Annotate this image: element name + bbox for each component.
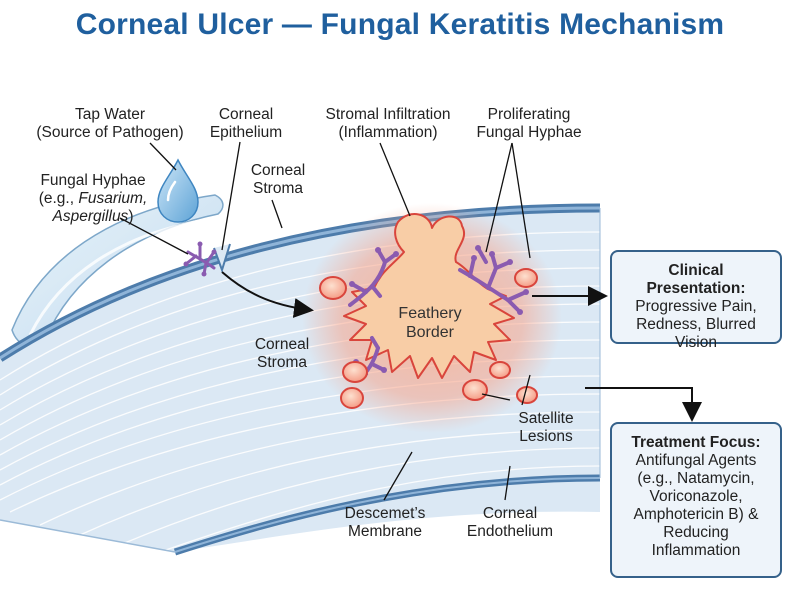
invasion-arrow [221,271,314,318]
clinical-presentation-box: Clinical Presentation: Progressive Pain,… [610,250,782,351]
label-descemets-membrane: Descemet’s Membrane [344,505,426,540]
label-corneal-stroma-top: Corneal Stroma [250,162,306,197]
label-proliferating-hyphae: Proliferating Fungal Hyphae [476,106,582,141]
epithelial-defect [213,243,231,274]
leader-lines [119,141,531,501]
page-title: Corneal Ulcer — Fungal Keratitis Mechani… [75,8,725,41]
satellite-lesion [516,386,538,404]
label-corneal-epithelium: Corneal Epithelium [209,106,283,141]
satellite-lesions [319,268,538,409]
treatment-heading: Treatment Focus: [631,434,761,451]
label-corneal-endothelium: Corneal Endothelium [466,505,554,540]
label-fungal-hyphae: Fungal Hyphae (e.g., Fusarium, Aspergill… [38,172,148,225]
label-stromal-infiltration: Stromal Infiltration (Inflammation) [325,106,451,141]
treatment-focus-box: Treatment Focus: Antifungal Agents (e.g.… [610,422,782,578]
water-drop-icon [157,158,199,223]
label-satellite-lesions: Satellite Lesions [518,410,574,445]
feathery-infiltrate [343,213,515,379]
satellite-lesion [462,379,488,401]
satellite-lesion [340,387,364,409]
treatment-arrow [585,387,702,422]
satellite-lesion [342,361,368,383]
satellite-lesion [514,268,538,288]
label-corneal-stroma-mid: Corneal Stroma [254,336,310,371]
clinical-heading: Clinical Presentation: [646,262,746,297]
hyphae-tips [349,245,529,373]
satellite-lesion [489,361,511,379]
label-feathery-border: Feathery Border [398,305,462,341]
label-tap-water: Tap Water (Source of Pathogen) [36,106,184,141]
satellite-lesion [319,276,347,300]
